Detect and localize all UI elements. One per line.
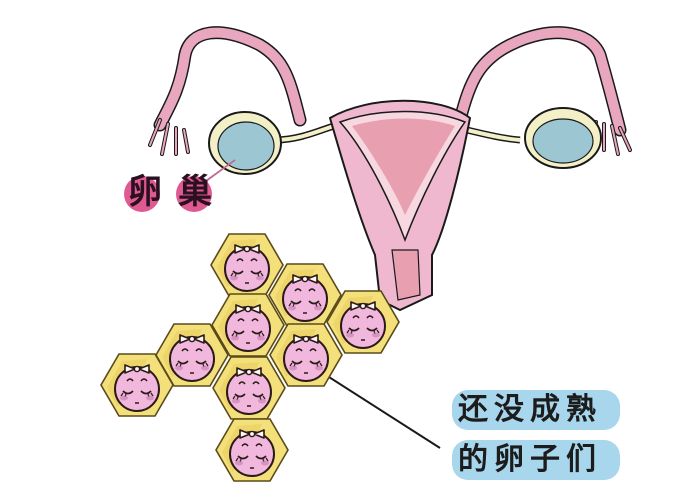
fallopian-tubes — [148, 26, 632, 156]
eggs-label-line-2: 的卵子们 — [458, 442, 602, 477]
egg-icon — [269, 323, 343, 387]
immature-eggs-cluster — [100, 233, 400, 482]
left-ovary — [208, 111, 282, 175]
ovary-label-char-2: 巢 — [178, 172, 212, 212]
eggs-label-bg-2 — [452, 440, 620, 480]
eggs-label-bg-1 — [452, 390, 620, 430]
label-dot — [124, 176, 160, 212]
uterus — [328, 99, 472, 312]
ovary-label-char-1: 卵 — [128, 172, 162, 212]
eggs-pointer-line — [317, 369, 441, 449]
egg-icon — [215, 418, 289, 482]
egg-icon — [212, 356, 286, 420]
label-dot — [176, 176, 212, 212]
egg-icon — [210, 233, 284, 297]
eggs-label-line-1: 还没成熟 — [458, 392, 602, 427]
right-ovary — [524, 107, 602, 169]
